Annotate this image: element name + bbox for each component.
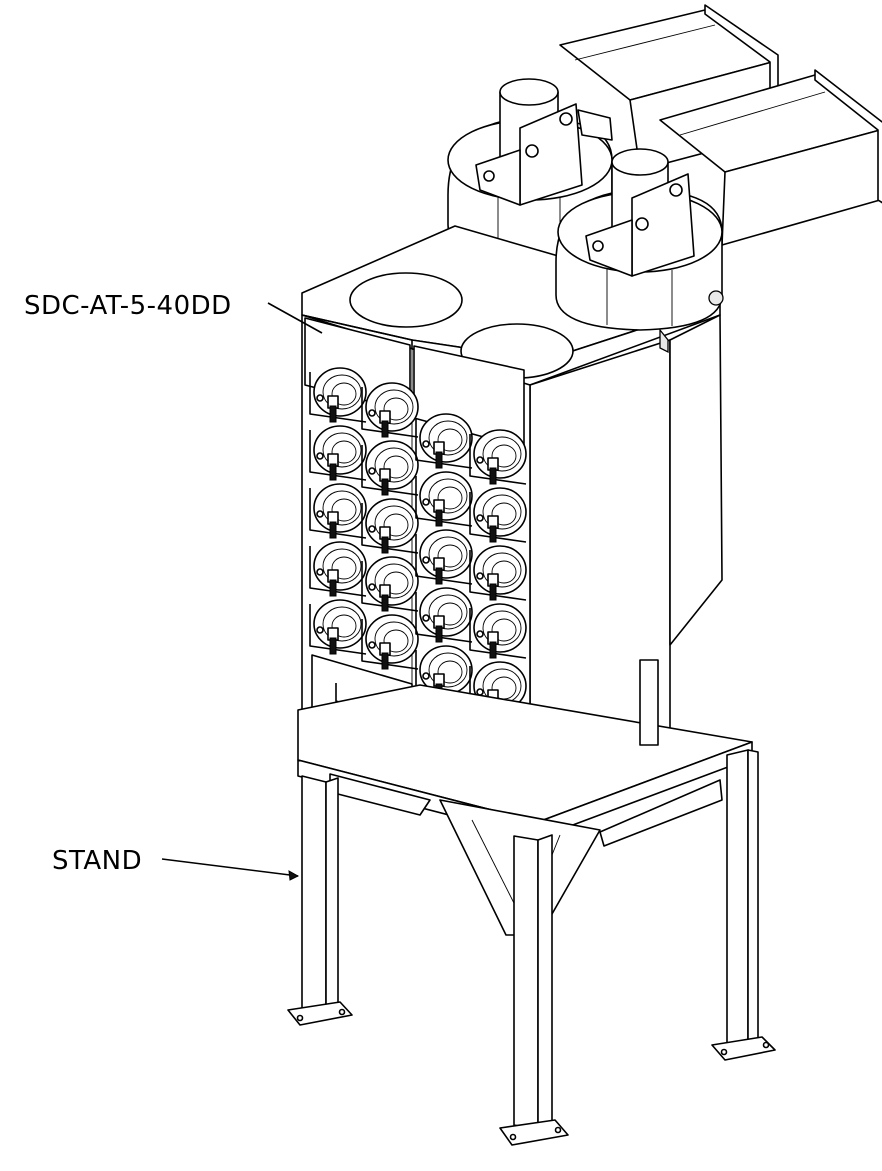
filter-door (361, 382, 419, 438)
filter-door (309, 599, 367, 655)
filter-door (309, 425, 367, 481)
model-leader-line (267, 302, 323, 334)
model-callout-label: SDC-AT-5-40DD (24, 291, 232, 321)
leader-lines (161, 302, 323, 881)
filter-door (469, 487, 527, 543)
blower-right (555, 148, 724, 331)
filter-door (361, 440, 419, 496)
filter-door (415, 587, 473, 643)
filter-door (309, 541, 367, 597)
filter-door (469, 429, 527, 485)
filter-door (469, 603, 527, 659)
outlet-duct-right (659, 69, 882, 246)
filter-door-grid (309, 367, 527, 717)
filter-door (415, 413, 473, 469)
filter-door (309, 483, 367, 539)
filter-door (415, 471, 473, 527)
filter-door (361, 556, 419, 612)
filter-door (309, 367, 367, 423)
access-port-left (349, 272, 463, 328)
stand-callout-label: STAND (52, 846, 143, 876)
stand (287, 659, 776, 1146)
stand-leader-line (161, 858, 299, 877)
stand-leader-arrowhead (288, 870, 300, 881)
filter-door (361, 498, 419, 554)
filter-door (415, 645, 473, 701)
filter-door (469, 545, 527, 601)
filter-door (415, 529, 473, 585)
filter-door (361, 614, 419, 670)
